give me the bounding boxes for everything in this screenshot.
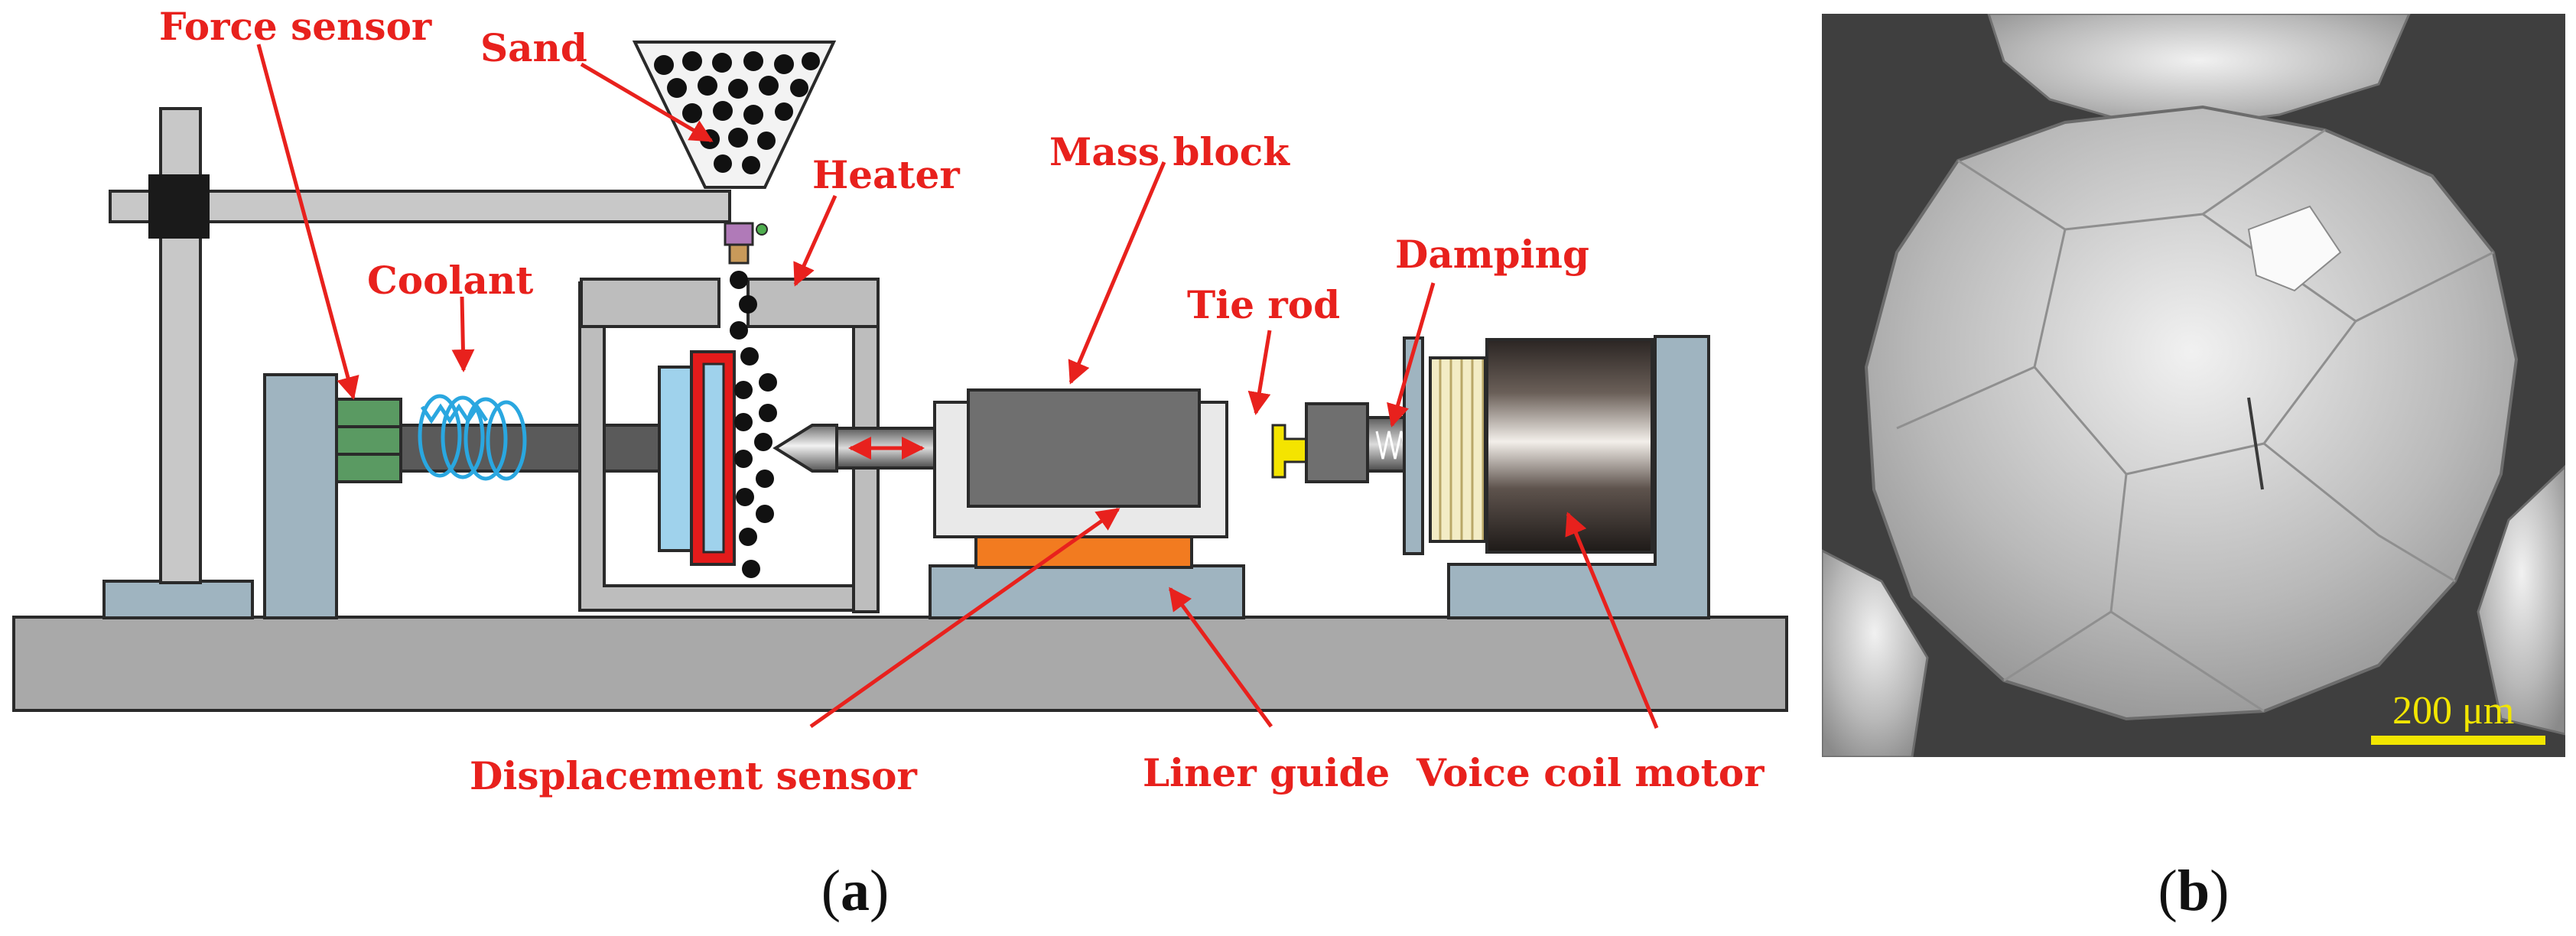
heater-block-right	[746, 278, 880, 328]
diagram-labels: Force sensor Sand Heater Mass block Cool…	[159, 4, 1764, 798]
shaft	[399, 424, 667, 473]
damping-spring-icon	[1375, 431, 1409, 460]
tie-rod-coupler	[1305, 402, 1369, 483]
scale-bar-label: 200 μm	[2392, 689, 2514, 733]
motor-frame	[1447, 335, 1710, 619]
stand-arm	[109, 190, 731, 223]
hopper-sand-grains	[654, 51, 820, 174]
sand-grain	[1864, 105, 2519, 721]
label-heater: Heater	[812, 152, 960, 197]
coolant-coil-icon	[418, 394, 527, 481]
indenter-tip	[772, 424, 838, 473]
label-sand: Sand	[480, 25, 587, 70]
label-displacement-sensor: Displacement sensor	[470, 753, 917, 798]
stand-foot	[102, 580, 254, 619]
stand-clamp	[148, 174, 210, 239]
mass-block	[967, 388, 1201, 508]
label-voice-coil-motor: Voice coil motor	[1416, 750, 1764, 795]
label-tie-rod: Tie rod	[1187, 282, 1340, 327]
hopper-valve	[724, 222, 754, 246]
label-damping: Damping	[1395, 232, 1589, 277]
label-coolant: Coolant	[367, 258, 533, 303]
sand-hopper	[632, 41, 837, 189]
label-mass-block: Mass block	[1049, 129, 1290, 174]
apparatus-diagram	[12, 41, 1788, 712]
damping-pad	[1429, 356, 1487, 543]
tie-rod-connector	[1271, 424, 1308, 479]
hopper-nozzle	[728, 243, 750, 265]
valve-knob	[756, 223, 768, 236]
falling-sand-grains	[730, 271, 777, 578]
leader-arrows	[256, 44, 1659, 729]
scale-bar	[2371, 736, 2545, 745]
sem-micrograph: 200 μm	[1822, 14, 2565, 757]
caption-a: (a)	[821, 859, 890, 923]
heater-block-left	[580, 278, 720, 328]
linear-guide	[974, 534, 1193, 569]
label-liner-guide: Liner guide	[1143, 750, 1390, 795]
force-sensor-support	[263, 373, 338, 619]
caption-b: (b)	[2158, 859, 2230, 923]
force-sensor	[335, 398, 402, 483]
label-force-sensor: Force sensor	[159, 4, 432, 49]
